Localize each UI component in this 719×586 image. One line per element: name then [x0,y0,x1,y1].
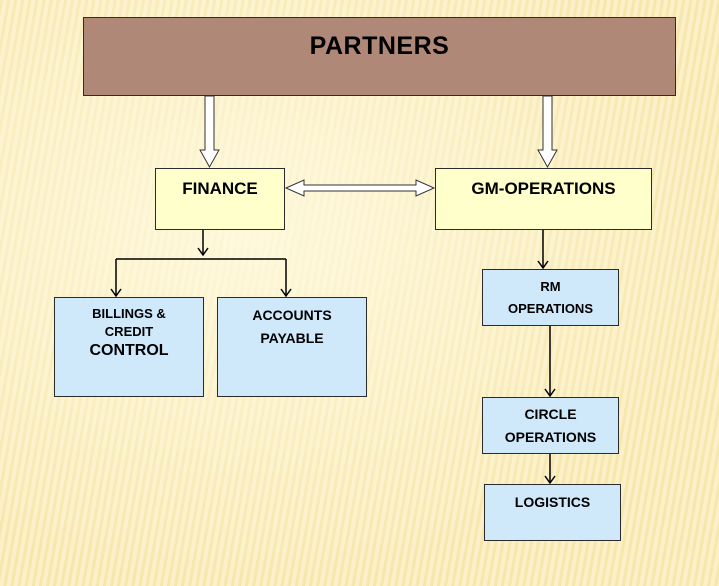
finance-box: FINANCE [155,168,285,230]
arrow-partners-to-gm-operations [537,95,558,169]
logistics-label: LOGISTICS [514,494,591,510]
arrow-partners-to-finance [199,95,220,169]
accounts-label-line1: ACCOUNTS [252,307,332,323]
billings-label-line1: BILLINGS & [92,306,166,321]
arrowhead-gm-to-rm [537,260,549,270]
circle-label-line1: CIRCLE [524,406,577,422]
rm-label-line2: OPERATIONS [508,301,593,316]
circle-label-line2: OPERATIONS [504,429,597,445]
billings-label-line2: CREDIT [104,324,154,339]
gm-operations-box: GM-OPERATIONS [435,168,652,230]
rm-label-line1: RM [540,279,561,294]
partners-box: PARTNERS [83,17,676,96]
billings-credit-control-box: BILLINGS & CREDIT CONTROL [54,297,204,397]
logistics-box: LOGISTICS [484,484,621,541]
accounts-label-line2: PAYABLE [260,330,324,346]
gm-operations-label: GM-OPERATIONS [471,179,616,198]
partners-label: PARTNERS [309,32,450,60]
billings-label-line3: CONTROL [89,342,169,359]
rm-operations-box: RM OPERATIONS [482,269,619,326]
arrow-finance-gm-operations [284,179,436,197]
accounts-payable-box: ACCOUNTS PAYABLE [217,297,367,397]
arrowhead-rm-to-circle [544,388,556,398]
finance-label: FINANCE [182,179,258,198]
arrowhead-circle-to-logistics [544,475,556,485]
arrowhead-finance-down [197,247,209,257]
arrowhead-to-billings [110,288,122,298]
arrowhead-to-accounts [280,288,292,298]
circle-operations-box: CIRCLE OPERATIONS [482,397,619,454]
